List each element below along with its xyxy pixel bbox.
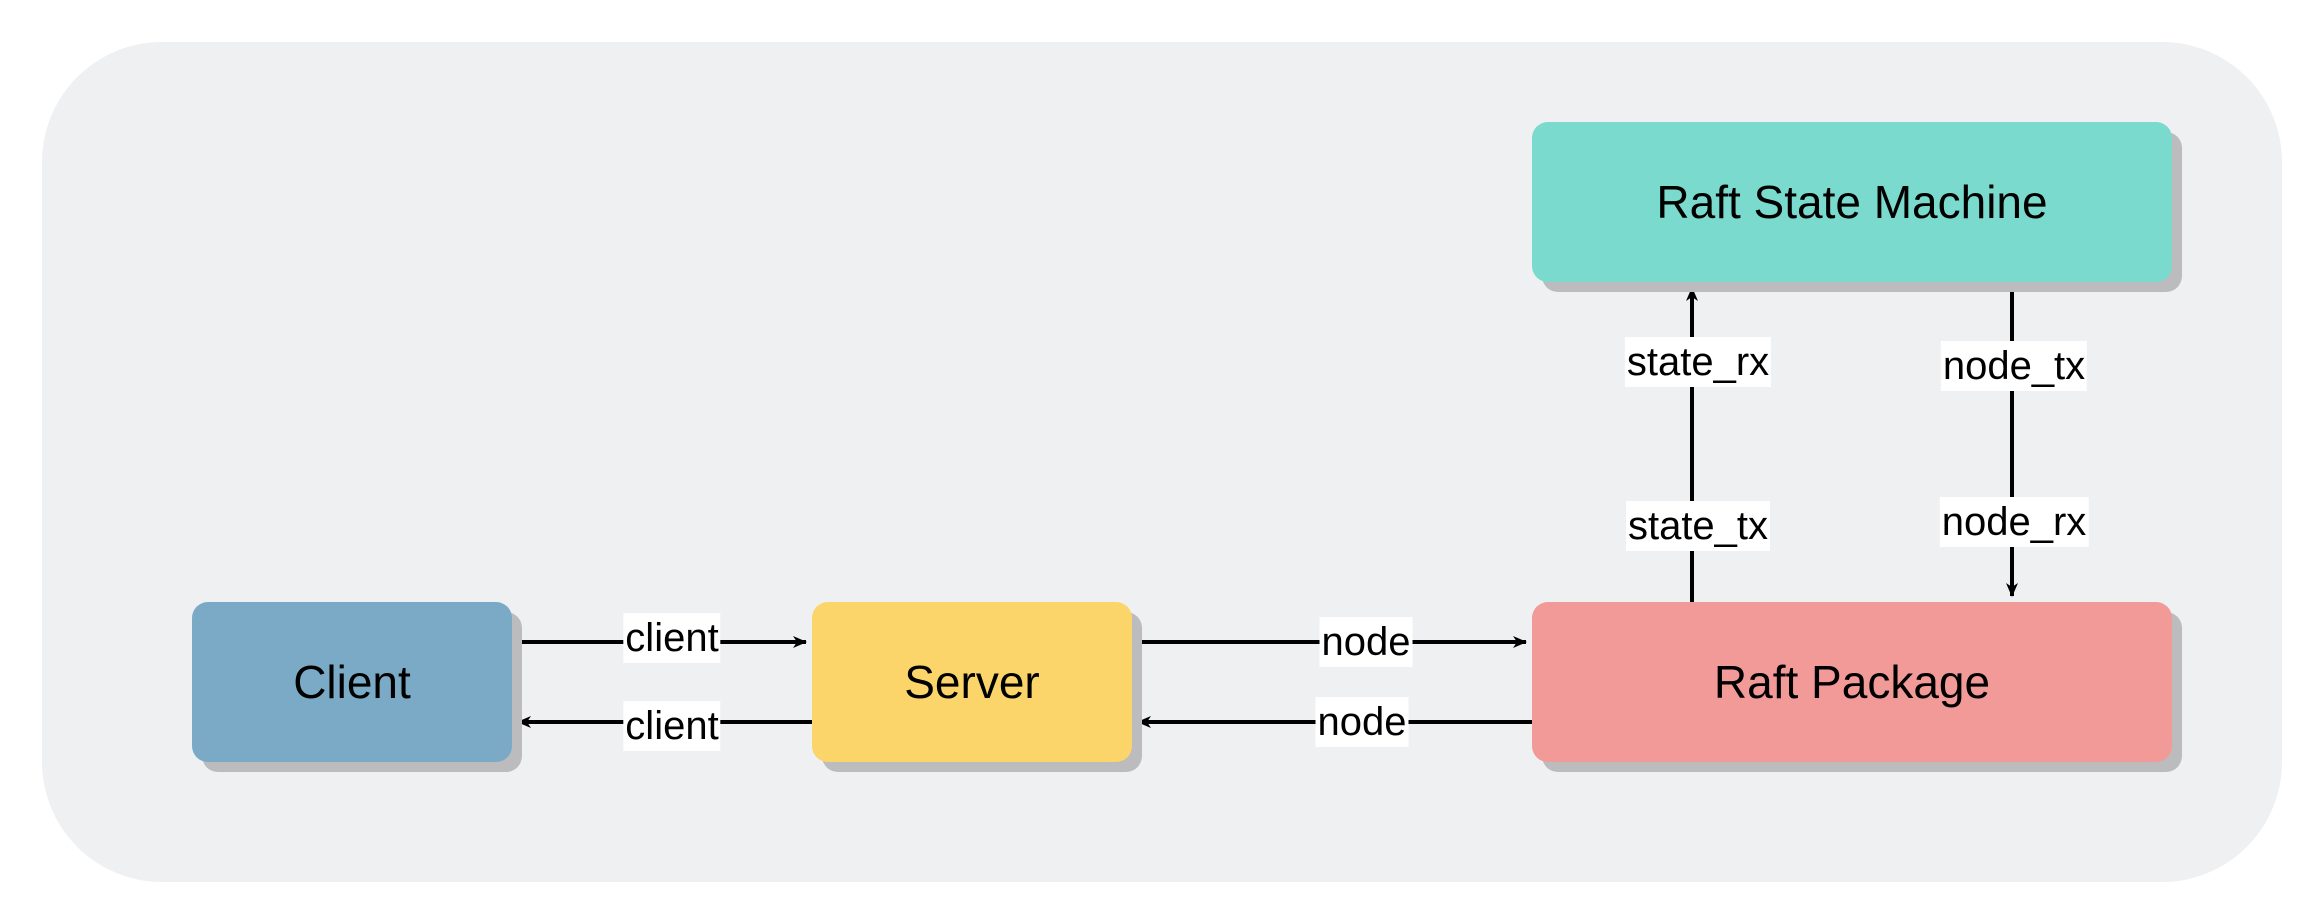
raft-package-node: Raft Package <box>1532 602 2172 762</box>
edge-label-node-tx: node_tx <box>1940 341 2088 391</box>
edge-label-client-to-server: client <box>623 613 721 663</box>
server-node: Server <box>812 602 1132 762</box>
edge-label-raft-to-server: node <box>1315 697 1409 747</box>
edge-label-state-rx: state_rx <box>1624 337 1772 387</box>
edge-label-node-rx: node_rx <box>1939 497 2089 547</box>
edge-label-state-tx: state_tx <box>1625 501 1771 551</box>
raft-state-machine-node: Raft State Machine <box>1532 122 2172 282</box>
edge-label-server-to-raft: node <box>1319 617 1413 667</box>
edge-label-server-to-client: client <box>623 701 721 751</box>
client-node: Client <box>192 602 512 762</box>
